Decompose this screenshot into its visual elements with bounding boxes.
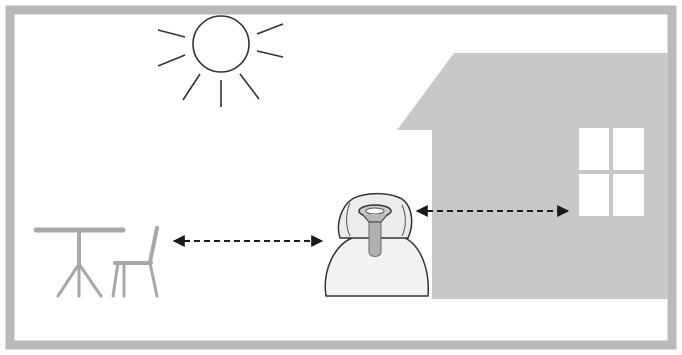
- window-icon: [579, 128, 644, 216]
- house-icon: [397, 53, 668, 299]
